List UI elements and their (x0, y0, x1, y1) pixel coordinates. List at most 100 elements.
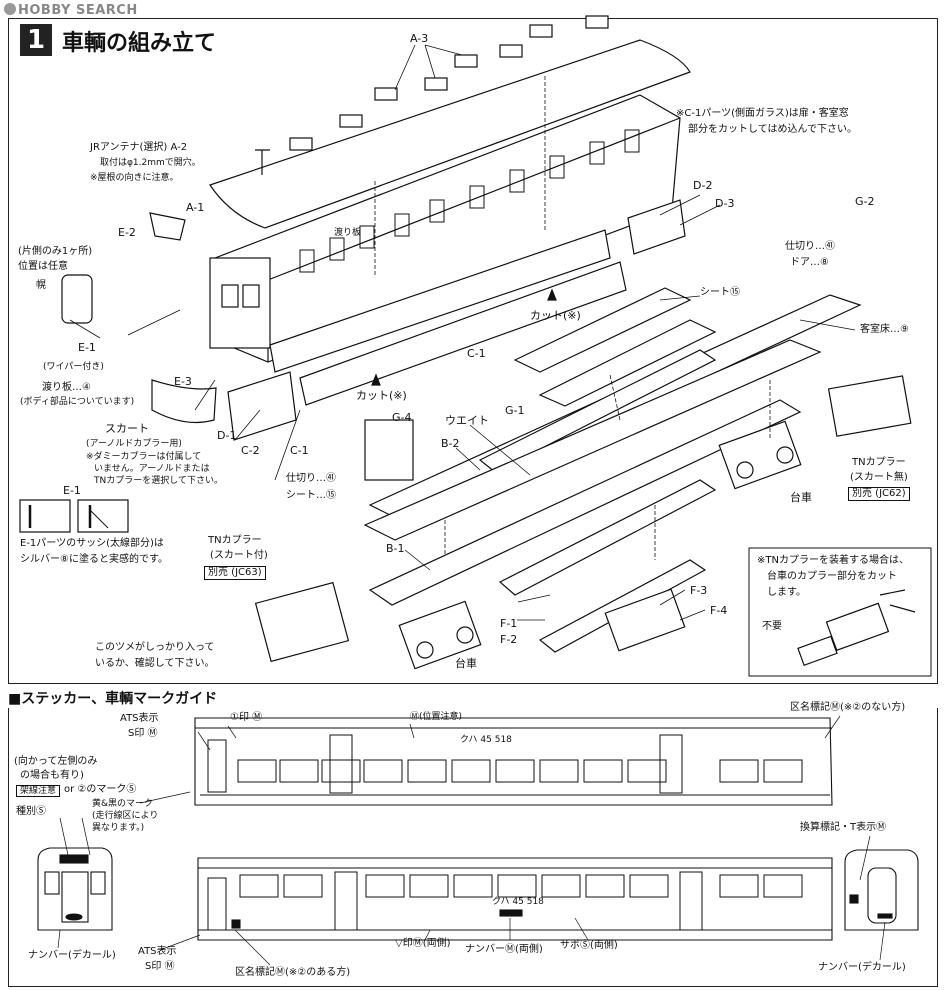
bogie-f4 (604, 588, 686, 652)
guide-kiko2: (走行線区により (92, 811, 159, 821)
guide-ats-top: ATS表示 (120, 713, 159, 724)
roof-part (209, 39, 691, 229)
label-e1: E-1 (78, 341, 96, 354)
label-f3: F-3 (690, 584, 708, 597)
label-weight: ウエイト (445, 414, 489, 427)
guide-kumei-bottom: 区名標記Ⓜ(※②のある方) (235, 967, 351, 978)
label-e1-sash: E-1 (63, 484, 81, 497)
guide-triangle: ▽印Ⓜ(両側) (395, 938, 451, 949)
guide-front-note1: (向かって左側のみ (14, 756, 98, 767)
label-e3: E-3 (174, 375, 192, 388)
weight-part (478, 349, 717, 473)
label-f4: F-4 (710, 604, 728, 617)
skirt-e3 (151, 379, 217, 424)
label-b1: B-1 (386, 542, 405, 555)
guide-number-front: ナンバー(デカール) (28, 950, 116, 961)
label-cut-bottom: カット(※) (356, 389, 407, 402)
label-d3: D-3 (715, 197, 735, 210)
label-a1: A-1 (186, 201, 205, 214)
underfloor-f1 (498, 479, 717, 596)
side-glass-c1b (299, 261, 627, 406)
guide-kiko3: 異なります。) (92, 823, 145, 833)
label-e2: E-2 (118, 226, 136, 239)
guide-sapo: サボⓈ(両側) (560, 940, 618, 951)
assembly-frame (8, 18, 938, 684)
label-e1-sash1: E-1パーツのサッシ(太線部分)は (20, 538, 164, 549)
label-cut-top: カット(※) (530, 309, 581, 322)
label-tn-note3: します。 (767, 587, 806, 598)
tn-note-box (748, 547, 932, 677)
label-g1: G-1 (505, 404, 525, 417)
guide-kumei-top: 区名標記Ⓜ(※②のない方) (790, 702, 906, 713)
guide-kanzan: 換算標記・T表示Ⓜ (800, 822, 887, 833)
guide-ats-top-sub: S印 Ⓜ (128, 728, 158, 739)
label-skirt-n2: いません。アーノルドまたは (94, 464, 210, 474)
label-body-parts: (ボディ部品についています) (20, 397, 135, 407)
label-skirt-sub: (アーノルドカプラー用) (86, 439, 182, 449)
guide-car-num-top: クハ 45 518 (460, 735, 512, 745)
guide-ats-bottom: ATS表示 (138, 946, 177, 957)
label-skirt: スカート (105, 422, 149, 435)
roof-vents (289, 15, 609, 151)
coupler-cut-diagram (797, 589, 916, 667)
guide-front-note2: の場合も有り) (20, 770, 84, 781)
label-skirt-n3: TNカプラーを選択して下さい。 (94, 476, 223, 486)
exploded-diagram (19, 15, 932, 677)
label-e1-sash2: シルバー⑧に塗ると実感的です。 (20, 554, 168, 565)
label-daisha-bottom: 台車 (455, 657, 477, 670)
step-number: 1 (20, 24, 52, 56)
label-d1: D-1 (217, 429, 237, 442)
frame-b1 (368, 399, 802, 606)
label-tn-note2: 台車のカプラー部分をカット (767, 571, 897, 582)
guide-car-num-bottom: クハ 45 518 (492, 897, 544, 907)
watermark: HOBBY SEARCH (4, 3, 138, 18)
bogie-right (718, 420, 802, 490)
label-one-side1: (片側のみ1ヶ所) (18, 246, 93, 257)
label-c1-bottom: C-1 (290, 444, 309, 457)
e2-part (149, 212, 186, 241)
label-g2: G-2 (855, 195, 875, 208)
guide-position: Ⓜ(位置注意) (410, 712, 463, 722)
label-tsume1: このツメがしっかり入って (95, 642, 215, 653)
guide-kiko1: 黄&黒のマーク (92, 799, 154, 809)
door-parts-d2 (627, 199, 686, 255)
label-a2: JRアンテナ(選択) A-2 (90, 142, 188, 153)
label-fuyou: 不要 (762, 621, 782, 632)
horo-part (61, 274, 93, 324)
label-sheet15-top: シート⑮ (700, 287, 740, 298)
e1-sash-box-1 (19, 499, 71, 533)
label-wataruita-top: 渡り板 (334, 228, 362, 238)
label-tn-right1: TNカプラー (852, 457, 906, 468)
body-windows (299, 129, 640, 273)
frame-b2 (363, 339, 822, 541)
label-tn-left3: 別売 (JC63) (204, 566, 266, 580)
label-a2-note1: 取付はφ1.2mmで開穴。 (100, 158, 201, 168)
bogie-bottom (398, 600, 482, 670)
label-c2: C-2 (241, 444, 260, 457)
label-watariita4: 渡り板…④ (42, 382, 91, 393)
partition-g4 (364, 419, 414, 481)
label-shikiri41b: 仕切り…㊶ (286, 473, 336, 484)
label-tn-right3: 別売 (JC62) (848, 487, 910, 501)
e1-sash-box-2 (77, 499, 129, 533)
door-parts-d1 (227, 371, 297, 441)
logo-icon (4, 3, 16, 15)
label-one-side2: 位置は任意 (18, 261, 68, 272)
label-d2: D-2 (693, 179, 713, 192)
guide-number-side: ナンバーⓂ(両側) (465, 944, 543, 955)
underfloor-f3 (538, 559, 707, 653)
label-horo: 幌 (36, 280, 46, 291)
guide-number-back: ナンバー(デカール) (818, 962, 906, 973)
label-skirt-n1: ※ダミーカプラーは付属して (86, 452, 202, 462)
label-g4: G-4 (392, 411, 412, 424)
guide-or2: or ②のマークⓈ (64, 784, 137, 795)
label-tn-left1: TNカプラー (208, 535, 262, 546)
label-c1-note2: 部分をカットしてはめ込んで下さい。 (688, 124, 857, 135)
label-daisha-right: 台車 (790, 491, 812, 504)
label-door8: ドア…⑧ (790, 257, 829, 268)
front-end (209, 257, 271, 349)
label-f1: F-1 (500, 617, 518, 630)
guide-kasen: 架線注意 (16, 785, 61, 798)
label-f2: F-2 (500, 633, 518, 646)
